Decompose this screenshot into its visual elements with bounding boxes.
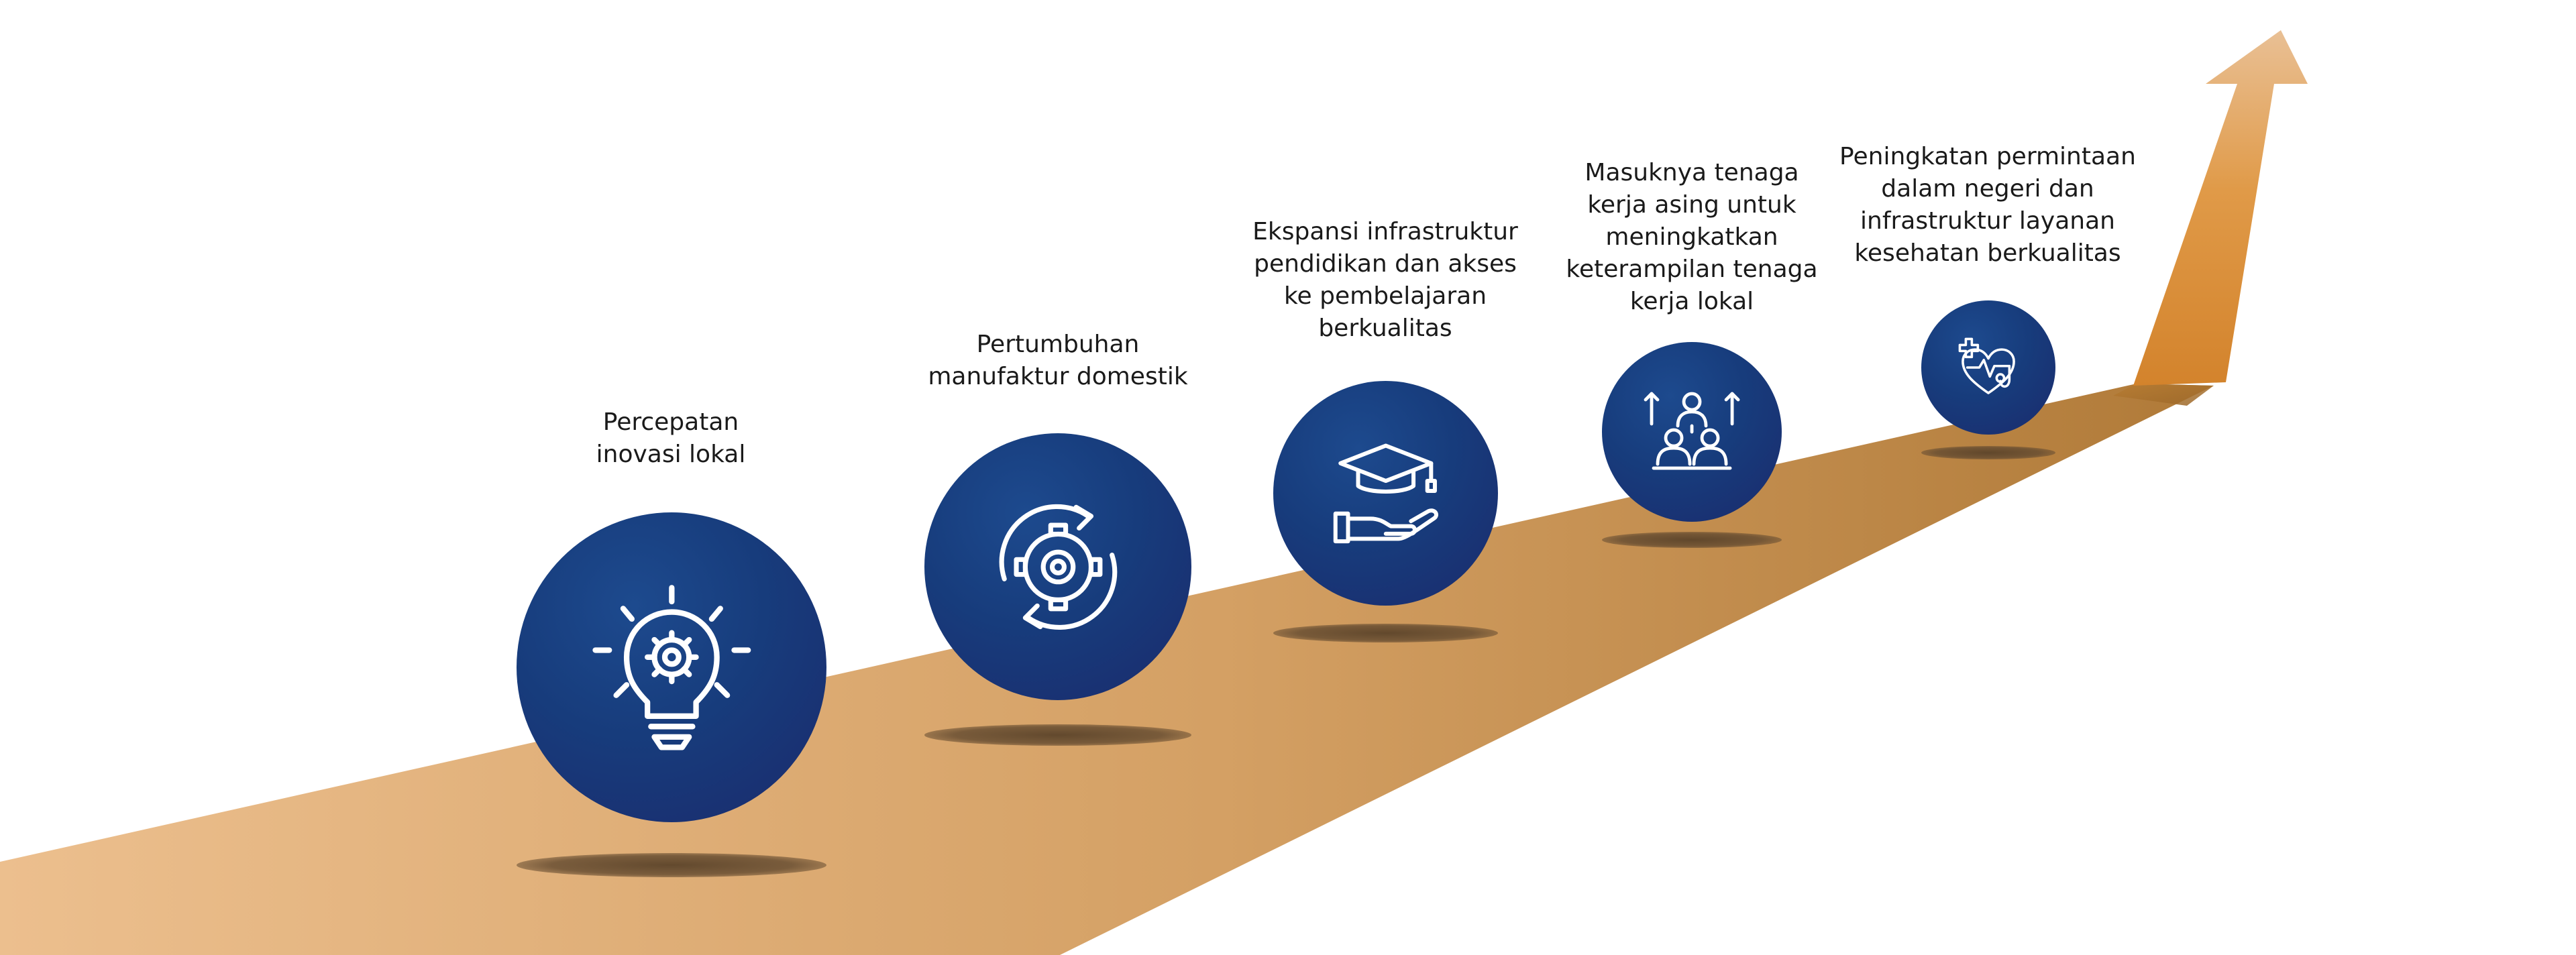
step-label-5: Peningkatan permintaan dalam negeri dan … — [1839, 143, 2136, 267]
step-circle-4 — [1602, 342, 1782, 522]
step-shadow-1 — [517, 853, 826, 877]
step-label-2: Pertumbuhan manufaktur domestik — [928, 331, 1188, 390]
step-label-4: Masuknya tenaga kerja asing untuk mening… — [1566, 159, 1818, 315]
step-shadow-3 — [1273, 624, 1498, 642]
step-shadow-5 — [1921, 446, 2055, 459]
step-circle-1 — [517, 512, 826, 822]
road-arrow-head — [2133, 30, 2308, 386]
gear-cycle-icon — [999, 504, 1117, 630]
step-circle-3 — [1273, 381, 1498, 606]
step-circle-2 — [924, 433, 1191, 700]
step-circle-5 — [1921, 300, 2055, 435]
step-shadow-4 — [1602, 532, 1782, 548]
graduation-cap-hand-icon — [1333, 443, 1438, 543]
health-heart-icon — [1958, 337, 2015, 394]
step-label-3: Ekspansi infrastruktur pendidikan dan ak… — [1252, 218, 1518, 342]
step-label-1: Percepatan inovasi lokal — [596, 408, 746, 468]
road-fold — [2113, 384, 2214, 406]
workforce-growth-icon — [1644, 392, 1740, 470]
step-shadow-2 — [924, 724, 1191, 746]
lightbulb-gear-icon — [592, 584, 751, 750]
